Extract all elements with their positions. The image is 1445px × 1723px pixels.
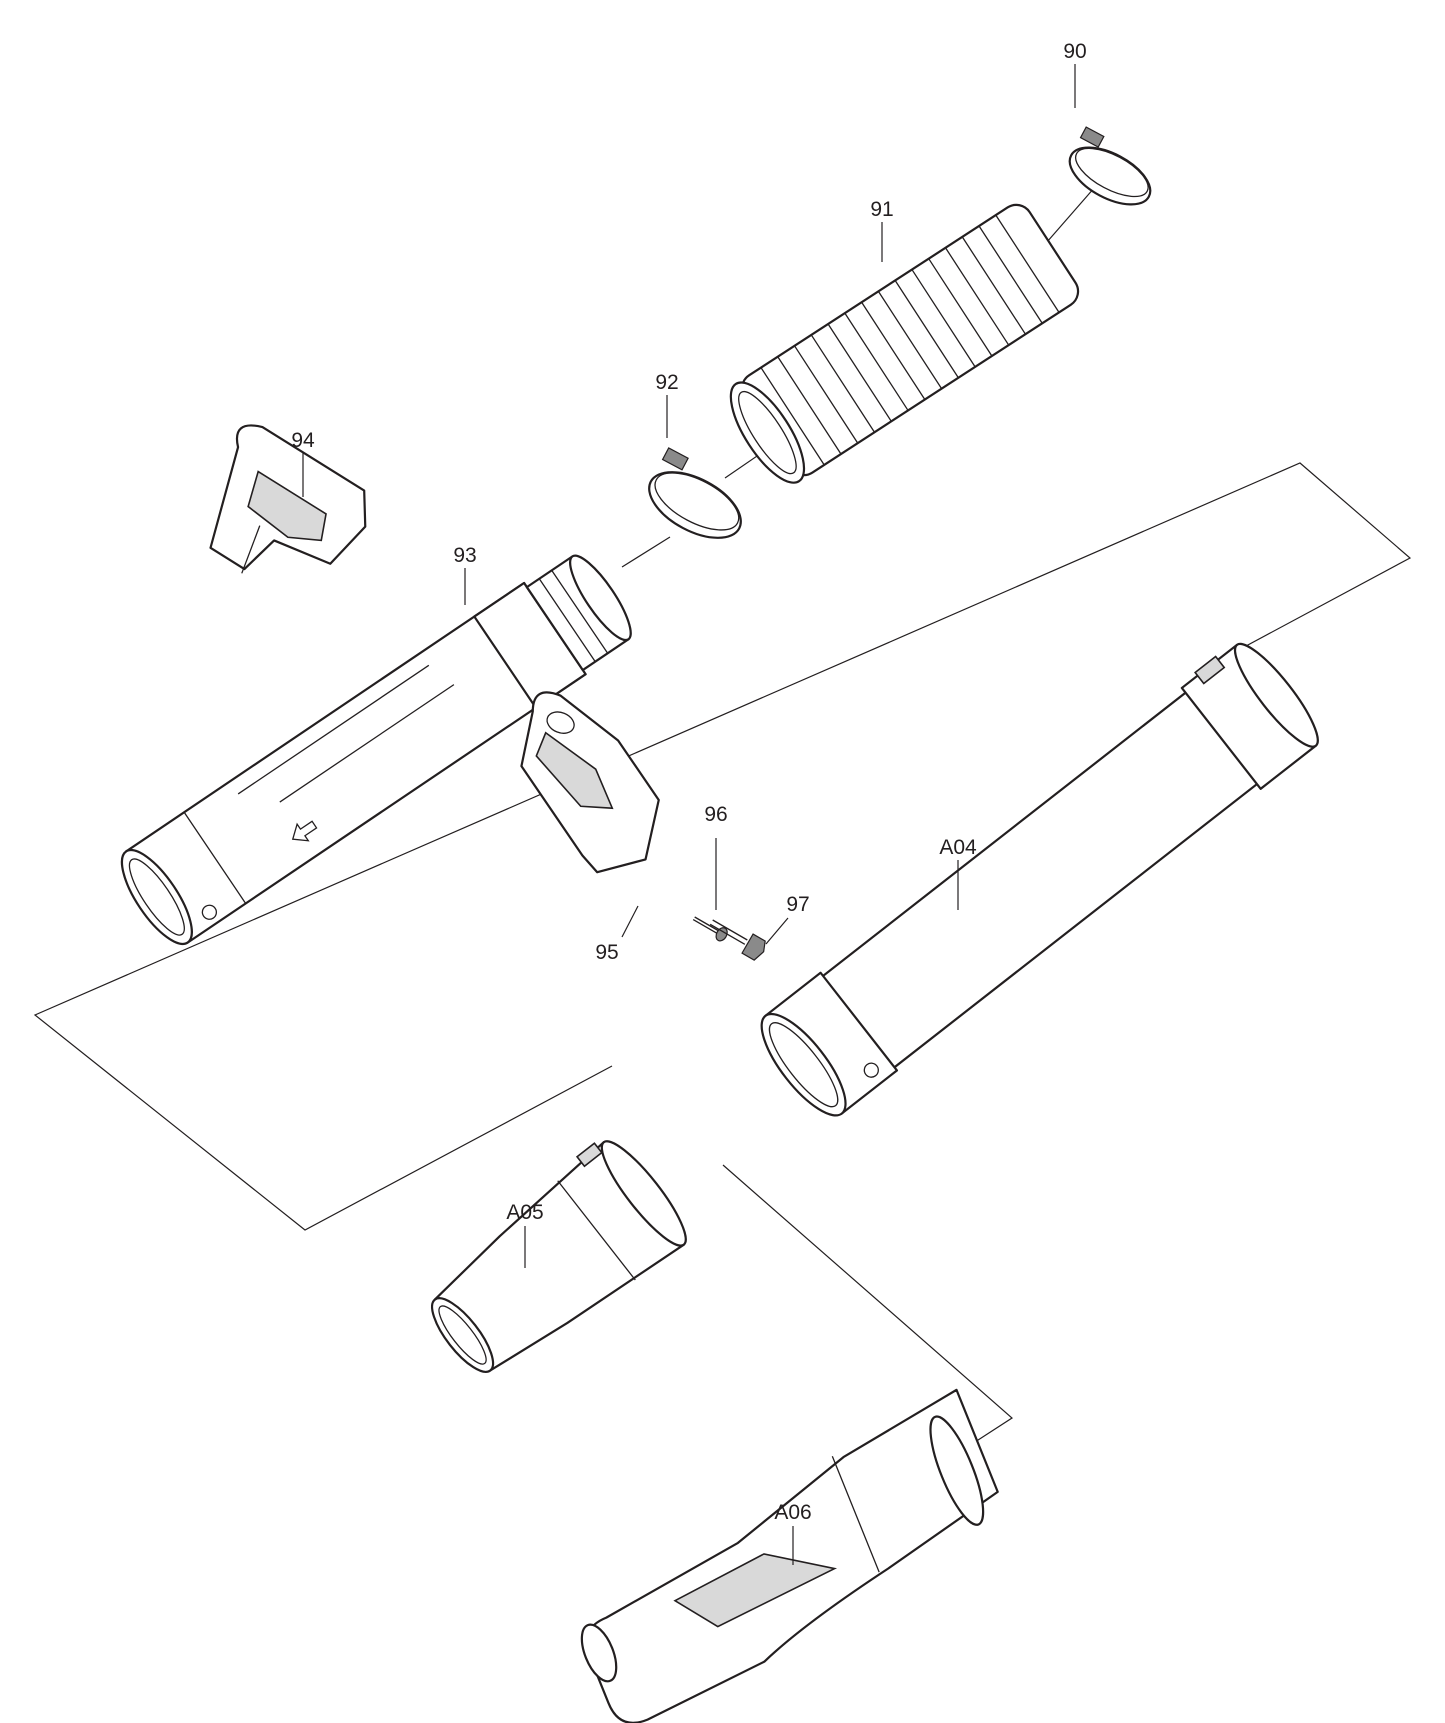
flex-hose-91: [729, 203, 1080, 484]
flat-nozzle-a06: [580, 1388, 999, 1723]
label-a05: A05: [506, 1201, 543, 1224]
extension-pipe-a04: [760, 642, 1319, 1117]
screw-96: [692, 916, 728, 942]
assembly-line-a04: [33, 462, 1412, 1231]
label-92: 92: [655, 371, 678, 394]
label-93: 93: [453, 544, 476, 567]
thumb-screw-97: [709, 919, 766, 961]
hose-clamp-92: [648, 447, 742, 539]
assembly-line-a06: [722, 1164, 1013, 1443]
hose-clamp-90: [1068, 126, 1152, 206]
handle-half-95: [520, 691, 660, 874]
assembly-line-93-92: [621, 536, 671, 568]
label-94: 94: [291, 429, 315, 452]
label-96: 96: [704, 803, 727, 826]
leader-97: [765, 917, 789, 945]
blower-pipe-93: [120, 554, 632, 946]
label-91: 91: [870, 198, 893, 221]
round-nozzle-a05: [431, 1140, 687, 1373]
handle-half-94: [209, 424, 367, 574]
label-a06: A06: [774, 1501, 811, 1524]
assembly-line-91-90: [1039, 186, 1096, 251]
label-90: 90: [1063, 40, 1086, 63]
label-95: 95: [595, 941, 618, 964]
label-97: 97: [786, 893, 809, 916]
leader-95: [621, 905, 639, 938]
label-a04: A04: [939, 836, 977, 859]
